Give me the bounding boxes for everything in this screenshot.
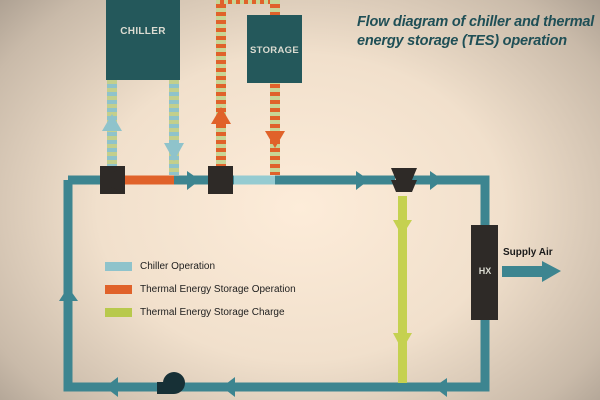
legend-label: Thermal Energy Storage Operation (140, 283, 296, 295)
arrow-down-icon (393, 333, 412, 350)
flow-arrow-icons (59, 171, 447, 397)
storage-label: STORAGE (250, 45, 299, 56)
arrow-up-icon (59, 287, 78, 301)
arrow-right-icon (430, 171, 443, 190)
supply-air-label: Supply Air (503, 247, 553, 258)
arrow-left-icon (222, 377, 235, 397)
legend-item-tes-operation: Thermal Energy Storage Operation (105, 283, 296, 295)
arrow-down-icon (164, 143, 184, 161)
legend-swatch (105, 261, 132, 271)
arrow-up-icon (102, 114, 122, 131)
legend-swatch (105, 284, 132, 294)
storage-return-pipe (270, 0, 280, 175)
chiller-label: CHILLER (120, 26, 166, 37)
legend-label: Chiller Operation (140, 260, 216, 272)
valve-icon (391, 168, 417, 192)
arrow-right-icon (187, 171, 200, 190)
arrow-up-icon (211, 107, 231, 124)
storage-box (247, 15, 302, 83)
tes-operation-segment (124, 175, 174, 185)
legend-label: Thermal Energy Storage Charge (140, 306, 285, 318)
storage-supply-pipe (216, 0, 226, 166)
legend-item-chiller-operation: Chiller Operation (105, 260, 296, 272)
storage-top-pipe (216, 0, 280, 4)
arrow-right-icon (356, 171, 369, 190)
legend-item-tes-charge: Thermal Energy Storage Charge (105, 306, 296, 318)
pump-icon (157, 372, 185, 394)
arrow-down-icon (393, 220, 412, 236)
arrow-left-icon (105, 377, 118, 397)
chiller-operation-segment (234, 175, 275, 185)
arrow-down-icon (265, 131, 285, 148)
hx-label: HX (478, 266, 492, 276)
supply-air-arrow-icon (502, 261, 561, 282)
arrow-left-icon (434, 378, 447, 397)
valve-icon (208, 166, 233, 194)
legend: Chiller Operation Thermal Energy Storage… (105, 260, 296, 329)
tes-charge-pipe (398, 196, 407, 383)
heat-exchanger-box (471, 225, 498, 320)
chiller-box (106, 0, 180, 80)
diagram-title: Flow diagram of chiller and thermal ener… (357, 14, 595, 49)
chiller-return-pipe (169, 80, 179, 175)
legend-swatch (105, 307, 132, 317)
